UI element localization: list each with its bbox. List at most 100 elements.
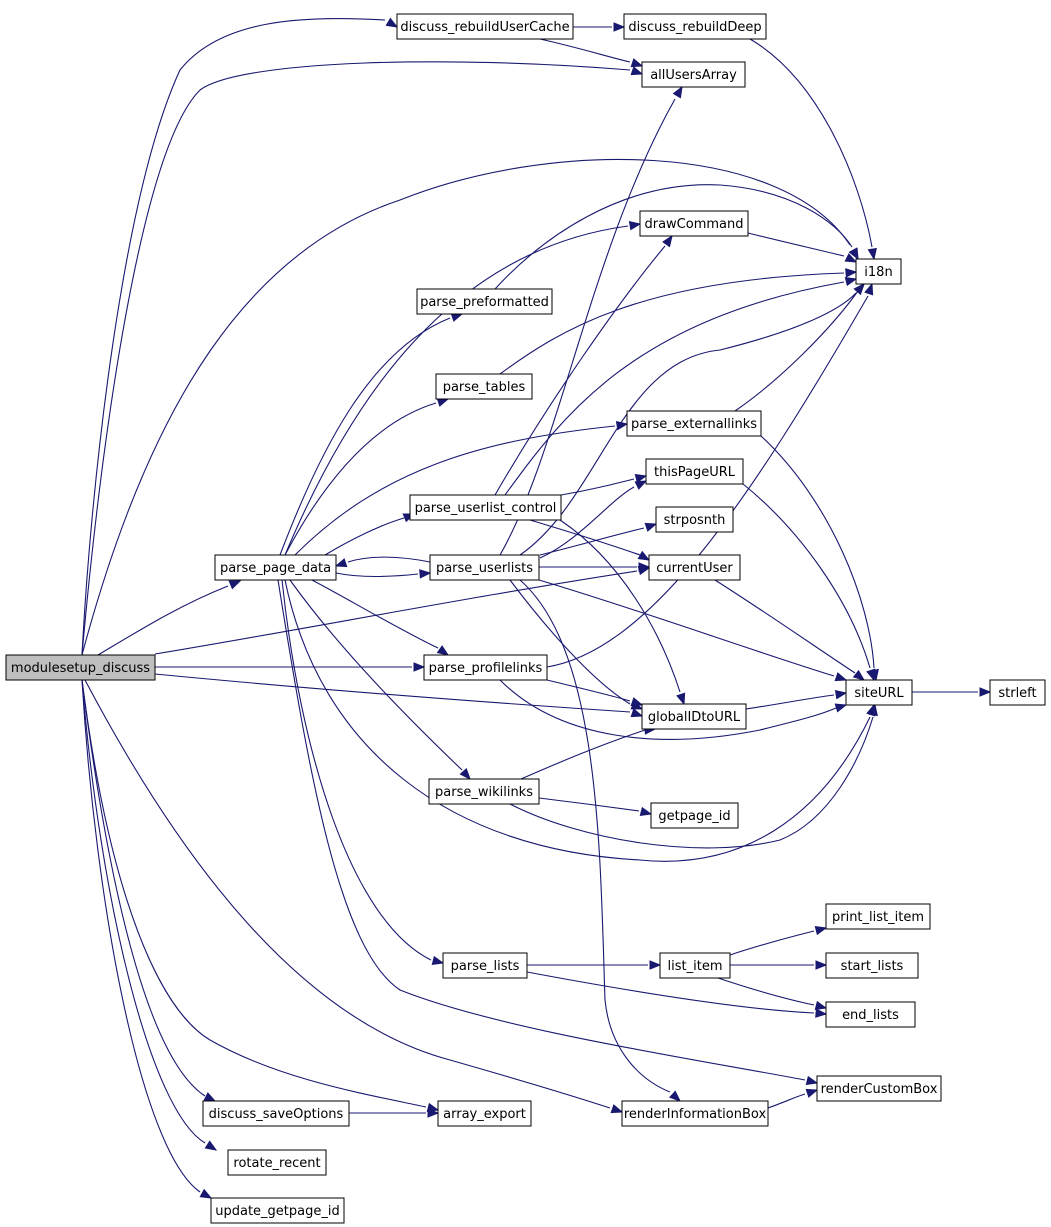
- node-box[interactable]: [641, 61, 746, 88]
- node-siteURL[interactable]: siteURL: [845, 679, 913, 706]
- node-box[interactable]: [202, 1100, 350, 1127]
- node-parse_userlists[interactable]: parse_userlists: [429, 554, 540, 581]
- arrowhead-icon: [431, 955, 445, 966]
- node-box[interactable]: [650, 802, 739, 829]
- edge-list_item-to-end_lists: [717, 977, 828, 1011]
- node-parse_wikilinks[interactable]: parse_wikilinks: [428, 778, 540, 805]
- node-box[interactable]: [989, 679, 1046, 706]
- node-strposnth[interactable]: strposnth: [655, 506, 734, 533]
- node-label: print_list_item: [832, 910, 924, 925]
- node-strleft[interactable]: strleft: [989, 679, 1046, 706]
- edge-line: [760, 435, 875, 669]
- edge-drawCommand-to-i18n: [747, 232, 858, 263]
- node-box[interactable]: [641, 703, 747, 730]
- edge-line: [81, 679, 206, 1097]
- node-box[interactable]: [623, 13, 767, 40]
- arrowhead-icon: [630, 66, 644, 76]
- node-discuss_saveOptions[interactable]: discuss_saveOptions: [202, 1100, 350, 1127]
- node-rotate_recent[interactable]: rotate_recent: [227, 1149, 327, 1176]
- node-box[interactable]: [423, 654, 548, 681]
- node-box[interactable]: [825, 903, 931, 930]
- node-parse_preformatted[interactable]: parse_preformatted: [416, 288, 553, 315]
- node-parse_tables[interactable]: parse_tables: [435, 373, 533, 400]
- node-box[interactable]: [442, 952, 528, 979]
- node-box[interactable]: [648, 554, 741, 581]
- node-box[interactable]: [639, 210, 749, 237]
- edge-currentUser-to-siteURL: [714, 579, 866, 681]
- node-box[interactable]: [227, 1149, 327, 1176]
- node-box[interactable]: [659, 952, 731, 979]
- edge-line: [509, 579, 631, 705]
- node-box[interactable]: [437, 1100, 532, 1127]
- node-box[interactable]: [435, 373, 533, 400]
- node-label: getpage_id: [658, 809, 730, 824]
- node-renderCustomBox[interactable]: renderCustomBox: [816, 1075, 942, 1102]
- edge-line: [81, 61, 631, 656]
- node-label: siteURL: [854, 686, 904, 701]
- node-parse_userlist_control[interactable]: parse_userlist_control: [409, 494, 562, 521]
- edge-line: [747, 232, 845, 257]
- node-box[interactable]: [845, 679, 913, 706]
- edge-line: [84, 679, 611, 1109]
- node-box[interactable]: [645, 458, 744, 485]
- node-box[interactable]: [214, 554, 337, 581]
- node-parse_page_data[interactable]: parse_page_data: [214, 554, 337, 581]
- node-allUsersArray[interactable]: allUsersArray: [641, 61, 746, 88]
- edge-line: [284, 402, 437, 556]
- edge-modulesetup_discuss-to-rotate_recent: [81, 679, 218, 1151]
- node-box[interactable]: [416, 288, 553, 315]
- arrowhead-icon: [979, 687, 992, 697]
- node-box[interactable]: [855, 258, 902, 285]
- node-box[interactable]: [825, 952, 919, 979]
- node-discuss_rebuildDeep[interactable]: discuss_rebuildDeep: [623, 13, 767, 40]
- arrowhead-icon: [228, 580, 242, 590]
- arrowhead-icon: [638, 562, 651, 572]
- node-label: allUsersArray: [650, 68, 737, 83]
- node-list_item[interactable]: list_item: [659, 952, 731, 979]
- node-box[interactable]: [655, 506, 734, 533]
- node-box[interactable]: [409, 494, 562, 521]
- node-i18n[interactable]: i18n: [855, 258, 902, 285]
- node-parse_profilelinks[interactable]: parse_profilelinks: [423, 654, 548, 681]
- node-box[interactable]: [5, 654, 156, 681]
- edge-line: [294, 425, 616, 556]
- node-thisPageURL[interactable]: thisPageURL: [645, 458, 744, 485]
- node-currentUser[interactable]: currentUser: [648, 554, 741, 581]
- node-box[interactable]: [816, 1075, 942, 1102]
- arrowhead-icon: [628, 221, 642, 231]
- node-box[interactable]: [396, 13, 574, 40]
- node-parse_lists[interactable]: parse_lists: [442, 952, 528, 979]
- edge-line: [284, 225, 629, 556]
- node-box[interactable]: [626, 410, 762, 437]
- edge-line: [767, 1093, 806, 1109]
- node-globalIDtoURL[interactable]: globalIDtoURL: [641, 703, 747, 730]
- edge-line: [742, 483, 871, 669]
- node-drawCommand[interactable]: drawCommand: [639, 210, 749, 237]
- node-box[interactable]: [429, 554, 540, 581]
- node-renderInformationBox[interactable]: renderInformationBox: [621, 1100, 769, 1127]
- edge-parse_lists-to-end_lists: [526, 971, 828, 1018]
- arrowhead-icon: [672, 85, 683, 99]
- node-box[interactable]: [428, 778, 540, 805]
- node-parse_externallinks[interactable]: parse_externallinks: [626, 410, 762, 437]
- edge-parse_lists-to-list_item: [527, 960, 662, 970]
- node-end_lists[interactable]: end_lists: [825, 1001, 916, 1028]
- node-discuss_rebuildUserCache[interactable]: discuss_rebuildUserCache: [396, 13, 574, 40]
- node-print_list_item[interactable]: print_list_item: [825, 903, 931, 930]
- node-array_export[interactable]: array_export: [437, 1100, 532, 1127]
- node-start_lists[interactable]: start_lists: [825, 952, 919, 979]
- node-box[interactable]: [210, 1197, 345, 1224]
- edge-modulesetup_discuss-to-update_getpage_id: [81, 679, 213, 1199]
- node-update_getpage_id[interactable]: update_getpage_id: [210, 1197, 345, 1224]
- arrowhead-icon: [637, 550, 651, 561]
- arrowhead-icon: [613, 22, 626, 32]
- node-box[interactable]: [825, 1001, 916, 1028]
- arrowhead-icon: [427, 1108, 440, 1118]
- edge-list_item-to-start_lists: [730, 960, 828, 970]
- node-box[interactable]: [621, 1100, 769, 1127]
- node-label: renderCustomBox: [821, 1082, 938, 1097]
- node-modulesetup_discuss[interactable]: modulesetup_discuss: [5, 654, 156, 681]
- node-label: update_getpage_id: [215, 1204, 339, 1219]
- node-getpage_id[interactable]: getpage_id: [650, 802, 739, 829]
- arrowhead-icon: [385, 17, 399, 28]
